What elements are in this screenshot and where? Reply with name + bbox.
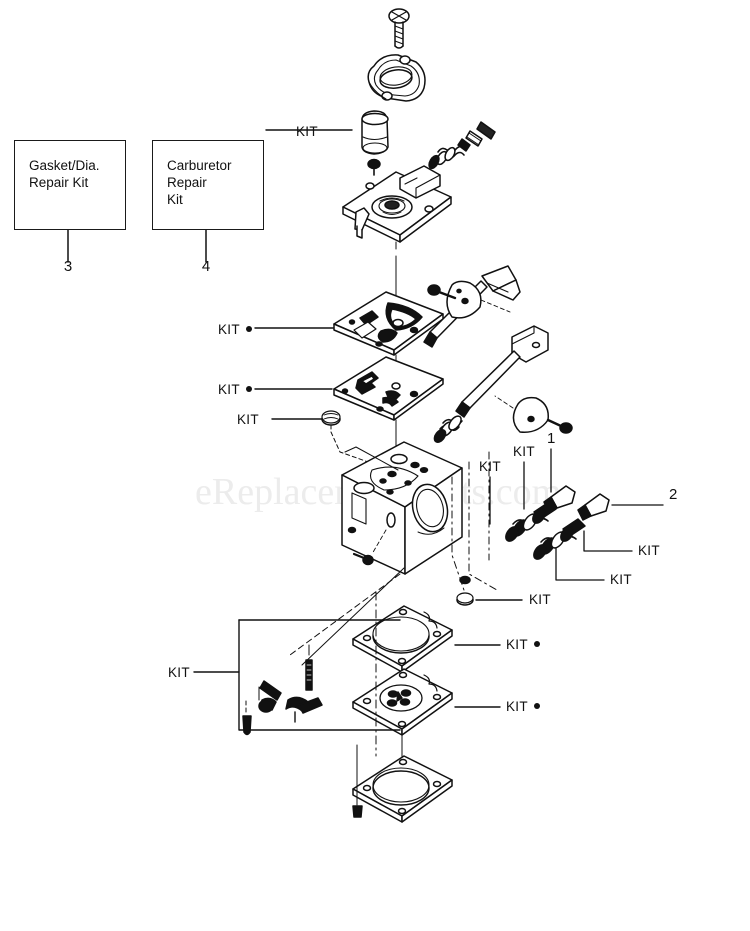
legend-line: Carburetor [167,158,232,173]
legend-line: Repair Kit [29,175,89,190]
leader-kit-jet-upper [583,530,633,552]
kit-label-pump-diaphragm: KIT [506,699,540,714]
throttle-plate-screw-lower [546,418,573,434]
kit-text: KIT [506,699,528,714]
inlet-screen-disc [321,410,389,470]
kit-dot [245,386,252,392]
legend-box-gasket-dia-repair-kit: Gasket/Dia. Repair Kit [14,140,126,230]
legend-line: Repair [167,175,207,190]
fuel-pump-cover-cup [361,110,389,155]
legend-box-carburetor-repair-kit: Carburetor Repair Kit [152,140,264,230]
kit-label-pump-gasket: KIT [506,637,540,652]
fuel-pump-cover-plate [352,755,453,823]
kit-text: KIT [529,592,551,607]
kit-text: KIT [479,459,501,474]
leader-kit-jet-lower [555,547,605,581]
throttle-body-plate [342,165,452,243]
jet-screw-upper [505,501,557,542]
welch-plug-small [459,575,471,585]
kit-text: KIT [513,444,535,459]
choke-plate-upper [446,280,511,319]
carburetor-main-body [341,441,463,575]
intake-flange [367,54,426,102]
kit-text: KIT [218,322,240,337]
choke-plate-screw-upper [427,284,457,300]
fuel-pump-diaphragm-plate [352,668,453,736]
welch-plug [456,592,474,606]
metering-diaphragm-plate [333,291,444,356]
kit-dot [245,326,252,332]
kit-dot [533,703,540,709]
legend-line: Kit [167,192,183,207]
kit-text: KIT [296,124,318,139]
metering-gasket-plate [333,356,444,421]
jet-screw-lower [533,518,586,560]
kit-text: KIT [237,412,259,427]
kit-label-metering-gasket: KIT [218,382,252,397]
kit-text: KIT [638,543,660,558]
kit-label-inlet-screen: KIT [237,412,259,427]
kit-text: KIT [506,637,528,652]
needle-valve-2 [577,493,610,521]
lever-return-spring [433,415,463,443]
kit-text: KIT [610,572,632,587]
kit-label-welch-plug: KIT [529,592,551,607]
idle-adjust-screw-assembly [428,121,496,170]
kit-dot [533,641,540,647]
throttle-plate-lower [494,395,549,433]
kit-label-jet-right-upper: KIT [638,543,660,558]
legend-number-3: 3 [63,258,73,275]
kit-text: KIT [218,382,240,397]
kit-label-needle-valve-b: KIT [513,444,535,459]
top-mount-screw [388,8,410,49]
kit-label-metering-diaphragm: KIT [218,322,252,337]
pump-plug [367,158,381,176]
legend-line: Gasket/Dia. [29,158,100,173]
callout-number-1: 1 [547,430,556,447]
small-parts-group [193,567,405,736]
legend-number-4: 4 [201,258,211,275]
kit-label-small-parts-group: KIT [168,665,190,680]
fuel-pump-gasket-plate [352,605,453,673]
kit-label-jet-right-lower: KIT [610,572,632,587]
kit-label-needle-valve-a: KIT [479,459,501,474]
kit-text: KIT [168,665,190,680]
callout-number-2: 2 [669,486,678,503]
pump-cover-screw [352,744,363,818]
kit-label-fuel-pump-cover: KIT [296,124,318,139]
mixture-needle-set [505,485,610,560]
